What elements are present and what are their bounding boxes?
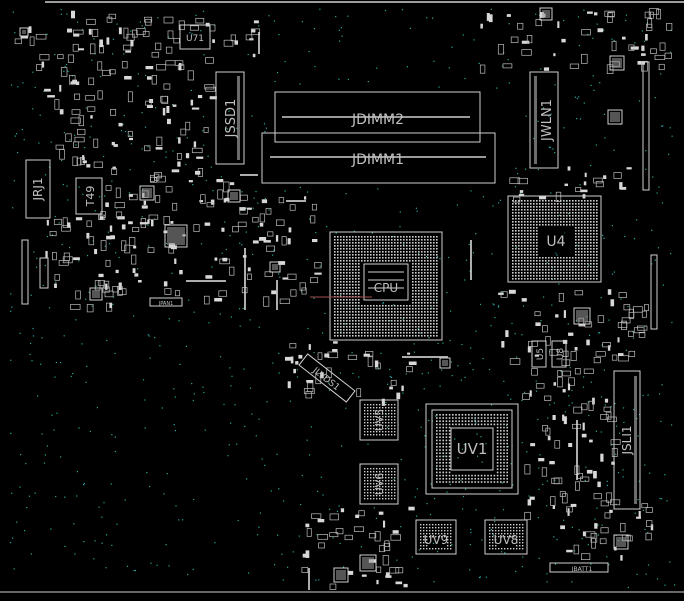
edge-connector-right[interactable] — [642, 61, 658, 330]
connector-jdimm2[interactable]: JDIMM2 — [274, 91, 481, 143]
connector-jbatt1[interactable]: JBATT1 — [549, 562, 609, 573]
component-u8[interactable]: U8 — [551, 340, 567, 368]
cpu-socket[interactable]: CPU — [310, 231, 443, 341]
chip-uv5[interactable]: UV5 — [359, 399, 399, 441]
label-jrj1: JRJ1 — [31, 177, 45, 201]
label-jpan1: JPAN1 — [158, 301, 174, 307]
connector-jlvds1[interactable]: JLVDS1 — [298, 353, 356, 403]
label-jdimm1: JDIMM1 — [351, 152, 404, 168]
label-jdimm2: JDIMM2 — [351, 112, 404, 128]
label-uv5: UV5 — [373, 409, 386, 432]
component-u5[interactable]: U5 — [531, 340, 547, 368]
label-jbatt1: JBATT1 — [571, 566, 593, 573]
connector-jrj1[interactable]: JRJ1 — [25, 159, 51, 219]
connector-jpan1[interactable]: JPAN1 — [149, 297, 183, 307]
connector-jssd1[interactable]: JSSD1 — [215, 71, 245, 165]
chip-u4[interactable]: U4 — [507, 195, 602, 283]
label-uv9: UV9 — [424, 533, 449, 547]
connector-jdimm1[interactable]: JDIMM1 — [261, 132, 496, 184]
label-uv6: UV6 — [373, 473, 386, 496]
connector-jsli1[interactable]: JSLI1 — [613, 370, 641, 510]
label-jwln1: JWLN1 — [540, 99, 555, 142]
label-jsli1: JSLI1 — [620, 425, 634, 455]
chip-uv1[interactable]: UV1 — [425, 403, 519, 495]
connector-jwln1[interactable]: JWLN1 — [529, 71, 559, 169]
label-jssd1: JSSD1 — [224, 99, 239, 139]
label-u4: U4 — [546, 234, 565, 250]
label-u71: U71 — [186, 34, 204, 44]
chip-uv6[interactable]: UV6 — [359, 463, 399, 505]
chip-uv8[interactable]: UV8 — [484, 519, 528, 555]
label-u5: U5 — [536, 348, 546, 360]
edge-connector-left[interactable] — [21, 239, 49, 305]
label-t49: T49 — [84, 186, 97, 208]
label-uv8: UV8 — [494, 533, 519, 547]
component-u71[interactable]: U71 — [179, 24, 211, 50]
component-t49[interactable]: T49 — [75, 177, 103, 215]
chip-uv9[interactable]: UV9 — [415, 519, 457, 555]
label-uv1: UV1 — [457, 440, 488, 458]
label-cpu: CPU — [374, 281, 398, 295]
via-field — [10, 8, 676, 589]
label-u8: U8 — [556, 348, 566, 361]
passive-components — [14, 7, 673, 590]
